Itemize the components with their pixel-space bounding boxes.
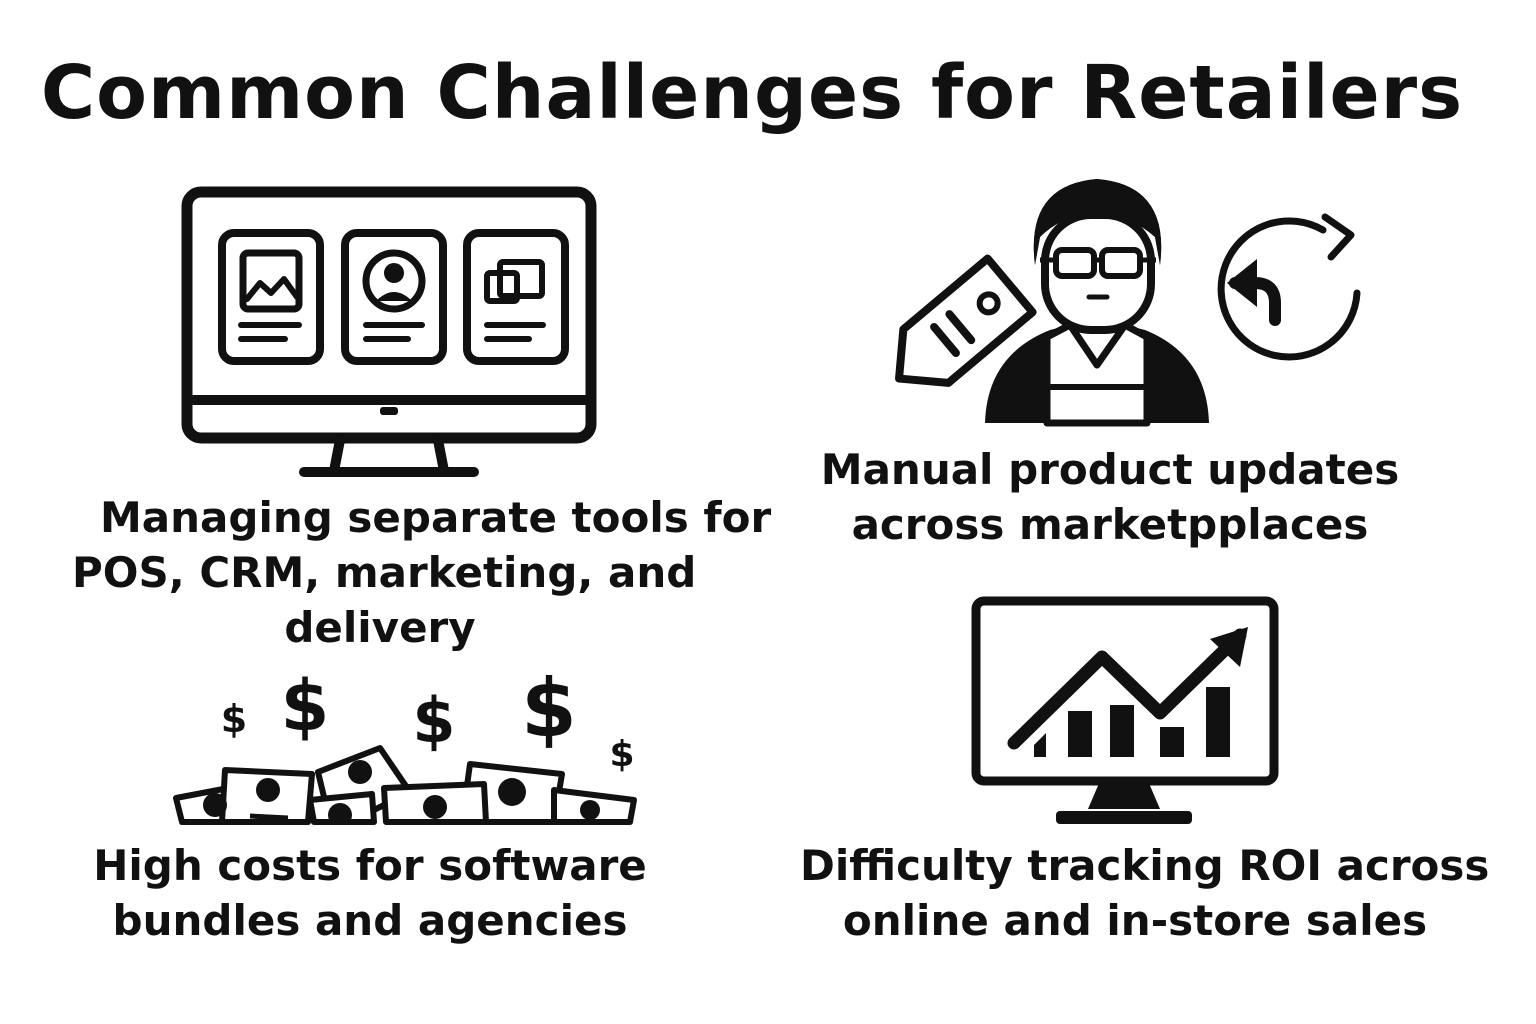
shopkeeper-with-price-tag-and-refresh-icon xyxy=(895,179,1361,427)
caption-line: bundles and agencies xyxy=(112,896,628,945)
caption-line: Difficulty tracking ROI across xyxy=(800,841,1490,890)
svg-text:$: $ xyxy=(609,734,634,775)
challenge-caption-product-updates: Manual product updates across marketppla… xyxy=(810,442,1410,552)
svg-text:$: $ xyxy=(281,665,330,747)
svg-text:$: $ xyxy=(521,662,577,755)
svg-text:$: $ xyxy=(412,684,455,757)
caption-line: High costs for software xyxy=(93,841,647,890)
challenge-caption-costs: High costs for software bundles and agen… xyxy=(60,838,680,948)
caption-line: across marketpplaces xyxy=(851,500,1369,549)
caption-line: online and in-store sales xyxy=(842,896,1428,945)
challenge-caption-roi: Difficulty tracking ROI across online an… xyxy=(800,838,1490,948)
caption-line: Managing separate tools for xyxy=(100,493,772,542)
caption-line: POS, CRM, marketing, and xyxy=(72,548,697,597)
challenge-caption-tools: Managing separate tools for POS, CRM, ma… xyxy=(60,490,772,655)
monitor-with-app-cards-icon xyxy=(181,186,597,477)
monitor-with-growth-chart-icon xyxy=(971,596,1279,824)
money-and-dollar-signs-icon: $ $ $ $ $ xyxy=(173,662,637,825)
svg-text:$: $ xyxy=(221,697,247,741)
page-title: Common Challenges for Retailers xyxy=(40,50,1464,136)
caption-line: Manual product updates xyxy=(820,445,1400,494)
caption-line: delivery xyxy=(284,603,476,652)
